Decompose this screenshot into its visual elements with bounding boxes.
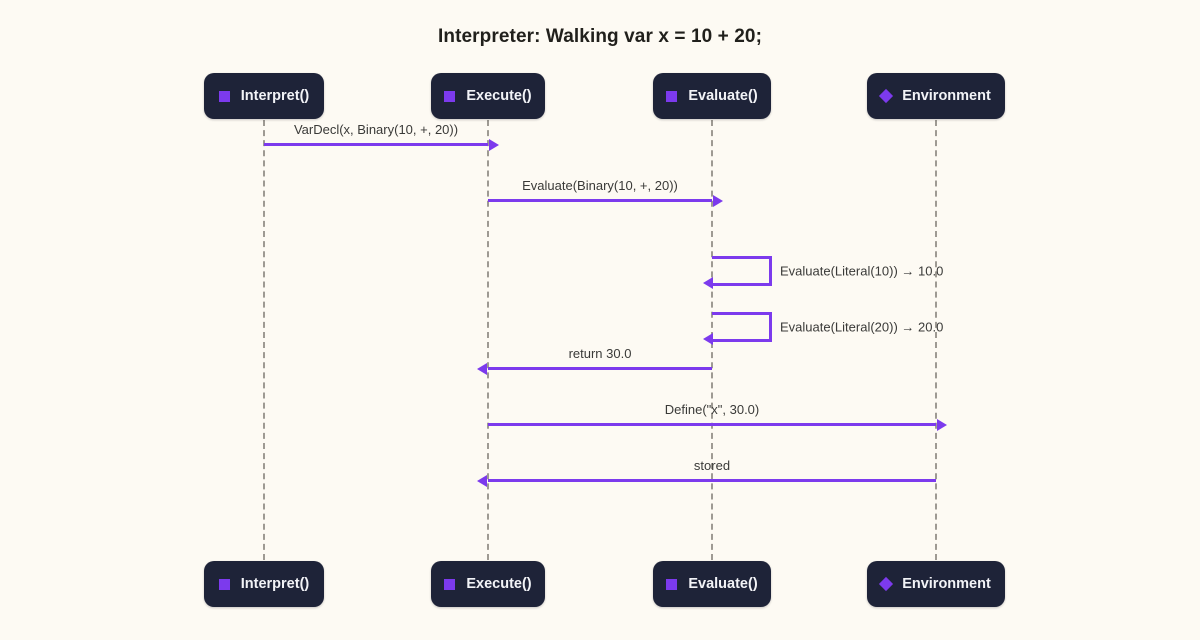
lifeline-execute	[487, 120, 489, 560]
self-message-m3	[703, 256, 772, 289]
participant-label: Evaluate()	[688, 88, 758, 104]
message-label-m1: VarDecl(x, Binary(10, +, 20))	[293, 122, 459, 137]
arrowhead-left-icon	[477, 474, 487, 487]
square-icon	[444, 578, 456, 590]
participant-label: Interpret()	[240, 88, 310, 104]
message-label-m6: Define("x", 30.0)	[664, 402, 760, 417]
message-m6	[488, 418, 947, 431]
message-label-m2: Evaluate(Binary(10, +, 20))	[522, 178, 678, 193]
participant-label: Environment	[902, 88, 991, 104]
participant-label: Environment	[902, 576, 991, 592]
participant-footer-execute[interactable]: Execute()	[431, 561, 545, 607]
arrowhead-right-icon	[937, 418, 947, 431]
message-m1	[264, 138, 499, 151]
arrowhead-left-icon	[703, 333, 713, 345]
diamond-icon	[879, 576, 894, 592]
participant-label: Execute()	[466, 88, 532, 104]
diamond-icon	[879, 88, 894, 104]
self-message-m4	[703, 312, 772, 345]
square-icon	[666, 90, 678, 102]
message-label-m7: stored	[693, 458, 731, 473]
message-label-m5: return 30.0	[568, 346, 632, 361]
square-icon	[218, 578, 230, 590]
arrowhead-left-icon	[703, 277, 713, 289]
square-icon	[666, 578, 678, 590]
participant-label: Interpret()	[240, 576, 310, 592]
page-title: Interpreter: Walking var x = 10 + 20;	[437, 26, 763, 47]
arrowhead-right-icon	[489, 138, 499, 151]
participant-footer-environment[interactable]: Environment	[867, 561, 1005, 607]
participant-header-interpret[interactable]: Interpret()	[204, 73, 324, 119]
message-label-m3: Evaluate(Literal(10)) → 10.0	[780, 263, 944, 279]
participant-footer-interpret[interactable]: Interpret()	[204, 561, 324, 607]
participant-header-execute[interactable]: Execute()	[431, 73, 545, 119]
arrowhead-left-icon	[477, 362, 487, 375]
participant-label: Evaluate()	[688, 576, 758, 592]
participant-header-evaluate[interactable]: Evaluate()	[653, 73, 771, 119]
lifeline-environment	[935, 120, 937, 560]
participant-label: Execute()	[466, 576, 532, 592]
arrowhead-right-icon	[713, 194, 723, 207]
message-m7	[477, 474, 936, 487]
message-m2	[488, 194, 723, 207]
square-icon	[218, 90, 230, 102]
lifeline-interpret	[263, 120, 265, 560]
message-m5	[477, 362, 712, 375]
participant-header-environment[interactable]: Environment	[867, 73, 1005, 119]
square-icon	[444, 90, 456, 102]
participant-footer-evaluate[interactable]: Evaluate()	[653, 561, 771, 607]
message-label-m4: Evaluate(Literal(20)) → 20.0	[780, 319, 944, 335]
